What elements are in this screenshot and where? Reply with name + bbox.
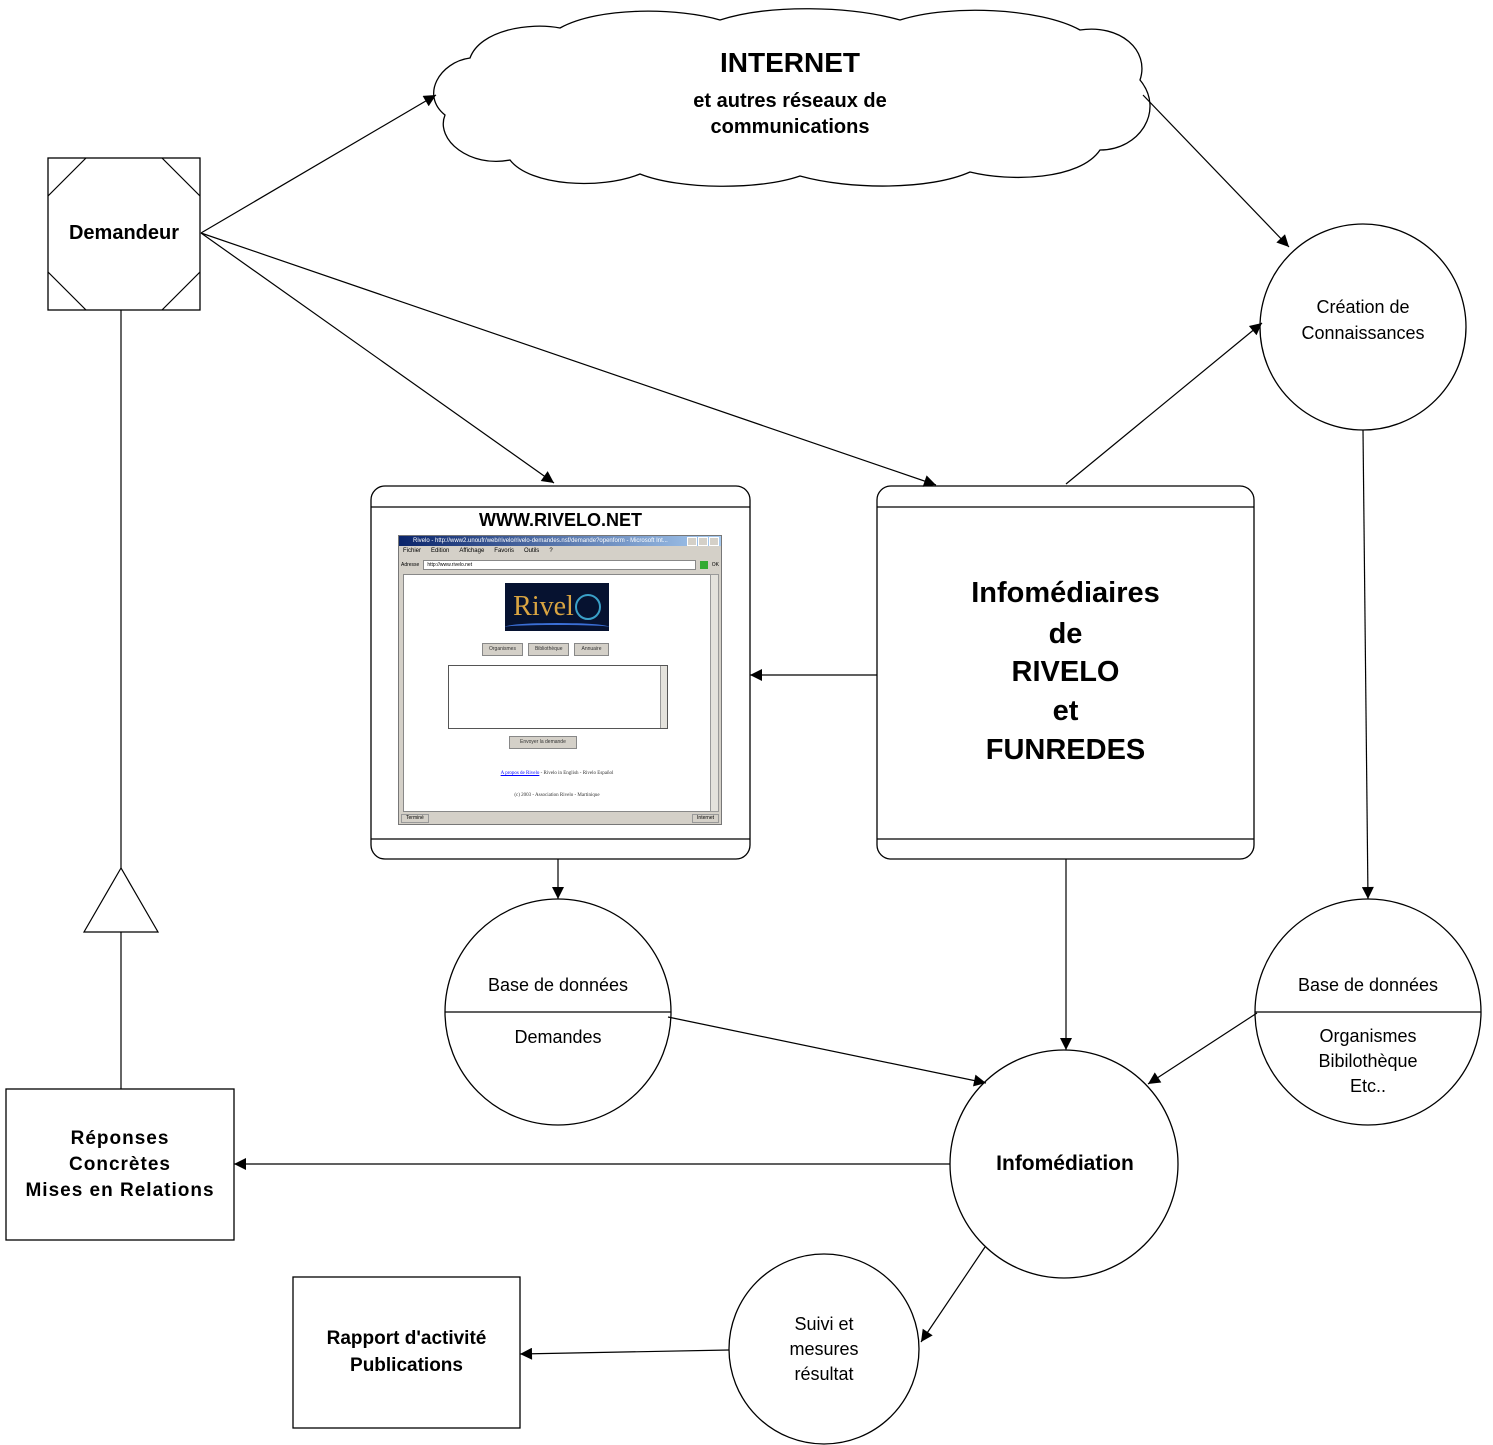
db-demandes-bottom: Demandes — [514, 1027, 602, 1048]
creation-line-2: Connaissances — [1301, 323, 1425, 344]
reponses-box — [5, 1088, 235, 1241]
site-copyright: (c) 2003 - Association Rivelo - Martiniq… — [514, 793, 600, 798]
rivelo-browser-screenshot: Rivelo - http://www2.unoufr/web/rivelo/r… — [398, 535, 722, 825]
address-label: Adresse — [401, 562, 420, 568]
browser-menu: Fichier Edition Affichage Favoris Outils… — [403, 548, 553, 557]
arrow-suivi-rapport — [519, 1347, 730, 1360]
logo-wave — [505, 623, 609, 631]
site-nav-buttons: Organismes Bibliothèque Annuaire — [482, 643, 609, 656]
internet-title: INTERNET — [720, 46, 860, 78]
nav-button-organismes: Organismes — [482, 643, 523, 656]
go-label: OK — [711, 562, 719, 568]
db-organismes-line-3: Etc.. — [1349, 1076, 1386, 1097]
rapport-box — [292, 1276, 521, 1429]
menu-item: Edition — [431, 548, 450, 554]
rapport-line-1: Rapport d'activité — [326, 1328, 487, 1350]
nav-button-annuaire: Annuaire — [574, 643, 609, 656]
arrow-dborganismes-infomediation — [1147, 1012, 1258, 1085]
infomediaires-line-1: Infomédiaires — [971, 577, 1160, 610]
reponses-line-3: Mises en Relations — [25, 1179, 215, 1201]
logo-text: Rivel — [513, 591, 574, 622]
logo-ring-icon — [574, 594, 601, 620]
browser-title-bar: Rivelo - http://www2.unoufr/web/rivelo/r… — [399, 536, 721, 546]
inheritance-triangle — [82, 866, 160, 933]
menu-item: Outils — [523, 548, 540, 554]
request-textarea — [448, 665, 668, 729]
arrow-creation-dborganismes — [1361, 429, 1374, 900]
arrow-demandeur-internet — [200, 94, 437, 234]
status-right: Internet — [692, 814, 719, 823]
language-links: - Rivelo in English - Rivelo Español — [539, 771, 614, 776]
db-organismes-line-1: Organismes — [1319, 1026, 1417, 1047]
infomediaires-line-5: FUNREDES — [985, 734, 1146, 767]
suivi-line-1: Suivi et — [794, 1314, 854, 1335]
arrow-infomediaires-creation — [1065, 322, 1263, 485]
suivi-line-2: mesures — [789, 1339, 859, 1360]
reponses-line-1: Réponses — [70, 1127, 170, 1149]
browser-scrollbar — [710, 574, 719, 812]
nav-button-bibliotheque: Bibliothèque — [527, 643, 570, 656]
menu-item: Favoris — [494, 548, 514, 554]
menu-item: Affichage — [459, 548, 485, 554]
infomediation-label: Infomédiation — [996, 1152, 1134, 1176]
close-icon — [709, 537, 719, 546]
arrow-internet-creation — [1142, 94, 1290, 248]
address-field: http://www.rivelo.net — [423, 560, 696, 570]
window-controls — [687, 537, 719, 546]
arrow-dbdemandes-infomediation — [667, 1016, 987, 1087]
db-demandes-top: Base de données — [487, 975, 629, 996]
send-request-button: Envoyer la demande — [509, 736, 577, 749]
demandeur-label: Demandeur — [68, 221, 180, 244]
demandeur-box — [47, 157, 201, 311]
browser-page: Rivel Organismes Bibliothèque Annuaire E… — [403, 574, 711, 812]
browser-status-bar: Terminé Internet — [401, 814, 719, 823]
suivi-circle — [728, 1253, 920, 1445]
arrow-demandeur-rivelo — [200, 232, 555, 484]
rapport-line-2: Publications — [350, 1355, 463, 1377]
menu-item: ? — [549, 548, 553, 554]
status-left: Terminé — [401, 814, 429, 823]
infomediaires-box — [876, 485, 1255, 860]
infomediaires-line-3: RIVELO — [1011, 656, 1120, 689]
arrow-infomediation-suivi — [920, 1246, 986, 1343]
internet-cloud — [433, 8, 1151, 187]
db-organismes-top: Base de données — [1297, 975, 1439, 996]
site-links: A propos de Rivelo - Rivelo in English -… — [404, 771, 710, 776]
creation-line-1: Création de — [1316, 297, 1410, 318]
db-demandes-circle — [444, 898, 672, 1126]
reponses-line-2: Concrètes — [69, 1153, 171, 1175]
db-organismes-line-2: Bibilothèque — [1318, 1051, 1418, 1072]
address-bar: Adresse http://www.rivelo.net OK — [401, 560, 719, 570]
internet-subtitle-2: communications — [710, 115, 870, 138]
about-link: A propos de Rivelo — [500, 771, 540, 776]
minimize-icon — [687, 537, 697, 546]
maximize-icon — [698, 537, 708, 546]
infomediaires-line-4: et — [1052, 695, 1079, 728]
arrow-demandeur-infomediaires — [200, 232, 937, 487]
suivi-line-3: résultat — [794, 1364, 854, 1385]
internet-subtitle-1: et autres réseaux de — [693, 89, 887, 112]
rivelo-site-title: WWW.RIVELO.NET — [479, 510, 642, 531]
go-icon — [699, 561, 708, 569]
infomediaires-line-2: de — [1048, 618, 1083, 651]
menu-item: Fichier — [403, 548, 422, 554]
